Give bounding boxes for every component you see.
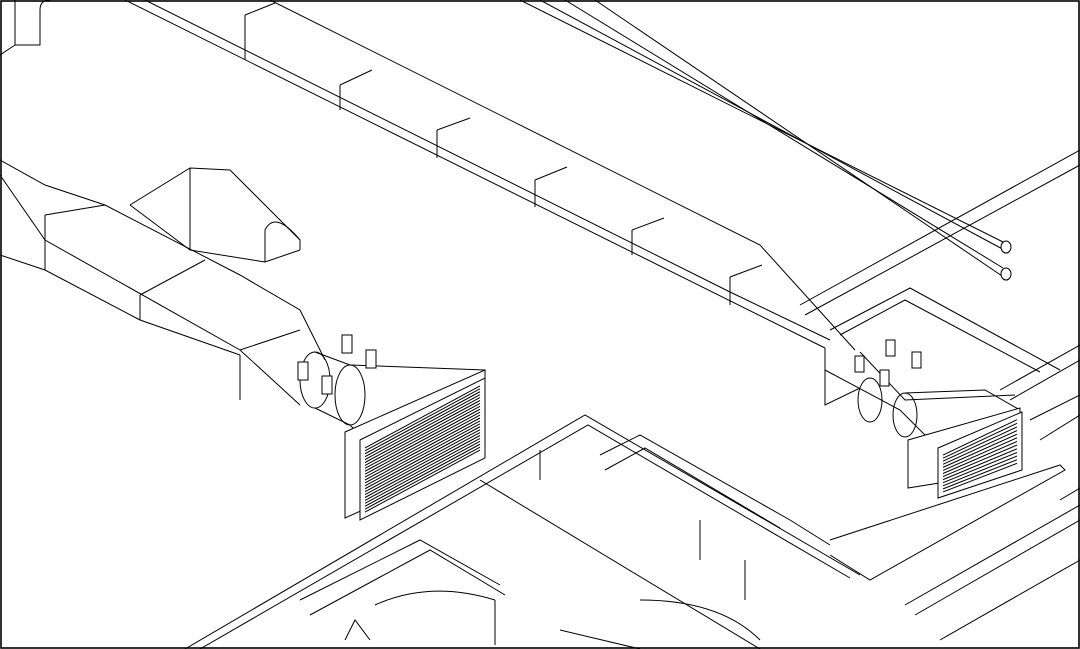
grille-slat: [364, 391, 481, 455]
grille-slat: [364, 432, 481, 496]
grille-slat: [364, 435, 481, 498]
left-duct: [0, 159, 326, 406]
grille-slat: [364, 397, 481, 461]
grille-slat: [364, 408, 481, 472]
grille-slat: [942, 419, 1018, 456]
left-grille: [344, 369, 486, 521]
right-actuators: [854, 339, 922, 387]
grille-slat: [364, 385, 481, 449]
grille-slat: [942, 455, 1018, 487]
pipes: [519, 0, 1012, 281]
grille-slat: [364, 400, 481, 463]
floor-plan-right: [799, 149, 1080, 641]
left-actuators: [297, 334, 377, 395]
grille-slat: [364, 394, 481, 458]
grille-slat: [942, 451, 1018, 484]
grille-slat: [364, 443, 481, 507]
grille-slat: [364, 429, 481, 493]
main-duct: [124, 0, 1016, 446]
grille-slat: [364, 417, 481, 481]
grille-slat: [364, 402, 481, 466]
grille-slat: [942, 437, 1018, 471]
floor-plan-bottom: [184, 414, 861, 649]
grille-slat: [942, 459, 1018, 490]
grille-slat: [364, 411, 481, 475]
grille-slat: [364, 420, 481, 484]
grille-slat: [364, 388, 481, 452]
right-transition-fittings: [857, 377, 1021, 438]
top-left-elbow: [0, 0, 51, 56]
grille-slat: [364, 426, 481, 490]
grille-slat: [942, 430, 1018, 465]
grille-slat: [364, 405, 481, 469]
grille-slat: [364, 449, 481, 513]
grille-slat: [364, 440, 481, 504]
grille-slat: [942, 448, 1018, 481]
grille-slat: [364, 423, 481, 487]
grille-slat: [942, 426, 1018, 462]
grille-slat: [942, 444, 1018, 478]
grille-slat: [364, 446, 481, 510]
grille-slat: [942, 422, 1018, 459]
grille-slat: [364, 414, 481, 478]
right-grille: [907, 407, 1023, 499]
grille-slat: [942, 433, 1018, 468]
grille-slat: [942, 441, 1018, 474]
grille-slat: [942, 462, 1018, 493]
grille-slat: [364, 437, 481, 501]
